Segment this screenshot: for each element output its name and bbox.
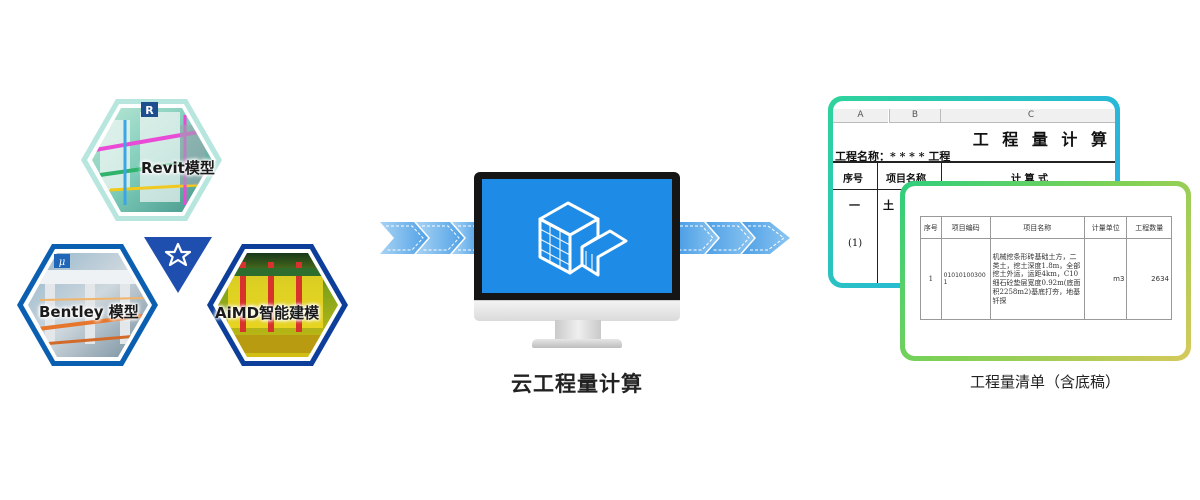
column-header-b: B xyxy=(889,109,940,123)
row-1-no: 一 xyxy=(849,199,860,212)
sheet-rule xyxy=(833,161,1115,163)
header-unit: 计量单位 xyxy=(1084,216,1128,239)
header-quantity: 工程数量 xyxy=(1126,216,1172,239)
revit-logo-icon: R xyxy=(141,102,158,117)
model-hexagon-cluster: R μ xyxy=(17,99,348,366)
header-code: 项目编码 xyxy=(940,216,991,239)
bill-of-quantities-card: 序号 项目编码 项目名称 计量单位 工程数量 1 010101003001 机械… xyxy=(900,181,1191,361)
cell-no: 1 xyxy=(920,238,942,320)
monitor-base xyxy=(532,339,622,348)
aimd-model-label: AiMD智能建模 xyxy=(215,304,320,322)
revit-model-hexagon: R xyxy=(81,99,222,221)
header-formula: 计 算 式 xyxy=(1011,174,1048,185)
row-1-item: 土 xyxy=(883,199,894,212)
cell-code: 010101003001 xyxy=(940,238,991,320)
column-header-c: C xyxy=(940,109,1115,123)
header-no: 序号 xyxy=(843,174,863,185)
bill-of-quantities-table: 序号 项目编码 项目名称 计量单位 工程数量 1 010101003001 机械… xyxy=(920,216,1172,320)
bentley-model-label: Bentley 模型 xyxy=(39,303,139,321)
svg-text:μ: μ xyxy=(59,257,66,268)
header-no: 序号 xyxy=(920,216,942,239)
cell-name: 机械挖条形砖基础土方，二类土，挖土深度1.8m，全部挖土外运，运距4km，C10… xyxy=(989,238,1086,320)
header-item: 项目名称 xyxy=(886,174,926,185)
bill-of-quantities-caption: 工程量清单（含底稿） xyxy=(969,373,1120,391)
cloud-calc-logo-icon xyxy=(538,201,628,277)
row-2-no: (1) xyxy=(848,238,863,249)
column-header-a: A xyxy=(833,109,888,123)
aimd-model-hexagon xyxy=(207,244,348,366)
sheet-title: 工 程 量 计 算 xyxy=(972,130,1111,149)
cloud-calc-caption: 云工程量计算 xyxy=(511,372,643,396)
revit-model-label: Revit模型 xyxy=(141,159,215,177)
bentley-logo-icon: μ xyxy=(54,254,70,268)
monitor-stand xyxy=(555,320,601,342)
star-icon xyxy=(164,242,192,267)
monitor-chin xyxy=(474,300,680,321)
bill-of-quantities-sheet: 序号 项目编码 项目名称 计量单位 工程数量 1 010101003001 机械… xyxy=(905,186,1186,356)
table-header-row: 序号 项目编码 项目名称 计量单位 工程数量 xyxy=(920,216,1172,239)
header-name: 项目名称 xyxy=(989,216,1086,239)
right-chevron-arrow-icon xyxy=(680,222,790,254)
monitor-screen xyxy=(482,179,672,293)
table-row: 1 010101003001 机械挖条形砖基础土方，二类土，挖土深度1.8m，全… xyxy=(920,238,1172,320)
connector-triangle xyxy=(144,237,212,293)
sheet-rule xyxy=(877,161,878,283)
project-name-line: 工程名称：* * * * 工程 xyxy=(835,150,951,163)
svg-text:R: R xyxy=(145,104,154,117)
cell-unit: m3 xyxy=(1084,238,1128,320)
bentley-model-hexagon: μ xyxy=(17,244,158,366)
left-chevron-arrow-icon xyxy=(380,222,480,254)
cell-quantity: 2634 xyxy=(1126,238,1172,320)
